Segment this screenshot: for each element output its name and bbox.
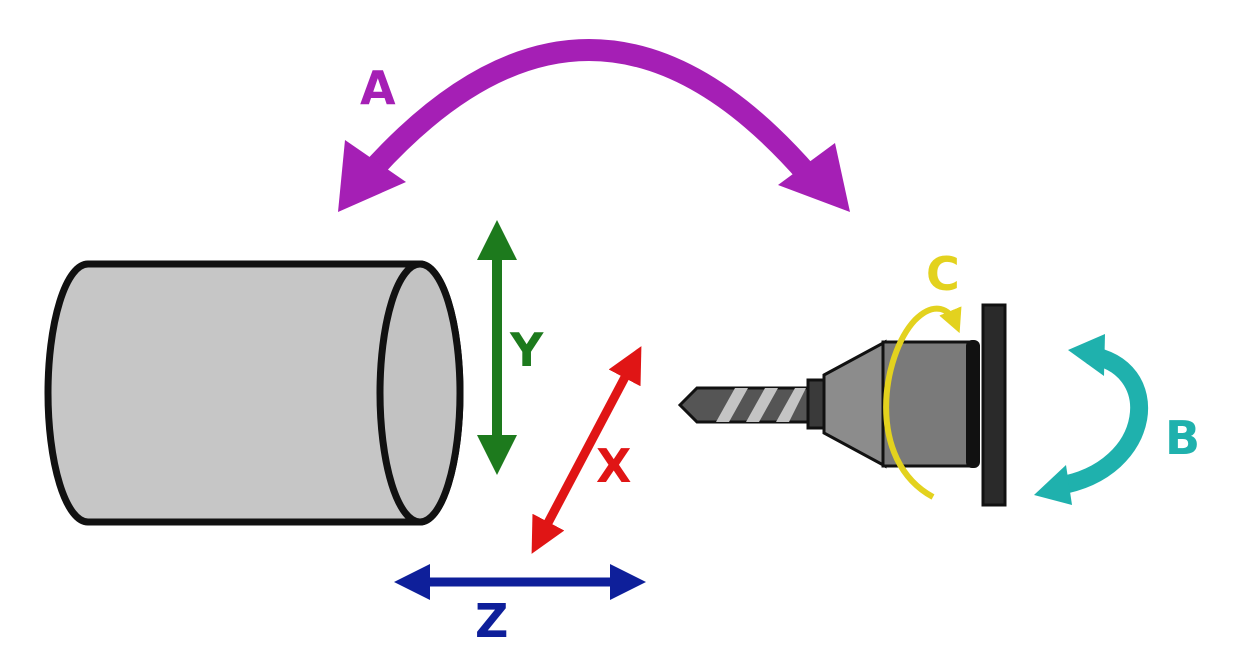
- a-arc: [359, 39, 817, 183]
- a-rotation-arrow: [338, 39, 850, 212]
- c-arc: [883, 305, 962, 500]
- label-x: X: [596, 439, 631, 493]
- cylinder-end-face: [376, 260, 464, 526]
- drill-flute-3: [776, 388, 806, 422]
- b-arrowhead-bottom: [1034, 465, 1072, 505]
- drill-flute-1: [716, 388, 748, 422]
- a-arrowhead-right: [778, 143, 850, 212]
- b-arrowhead-top: [1068, 334, 1105, 376]
- b-arc: [1056, 346, 1148, 495]
- mounting-flange: [981, 303, 1007, 507]
- spindle-nose-cone: [822, 339, 887, 469]
- label-b: B: [1165, 411, 1200, 465]
- drill-bit: [677, 386, 810, 424]
- drill-flute-2: [746, 388, 778, 422]
- spindle-housing: [881, 340, 973, 468]
- label-y: Y: [509, 323, 544, 377]
- b-rotation-arrow: [1034, 334, 1148, 505]
- label-a: A: [360, 61, 396, 115]
- x-axis-arrow: [531, 346, 642, 554]
- spindle-assembly: [677, 303, 1007, 507]
- a-arrowhead-left: [338, 140, 406, 212]
- label-c: C: [926, 247, 960, 301]
- c-rotation-arrow: [883, 305, 962, 500]
- x-axis-line: [531, 346, 642, 554]
- workpiece-cylinder: [44, 260, 464, 526]
- spindle-ring: [966, 340, 980, 468]
- label-z: Z: [475, 594, 508, 648]
